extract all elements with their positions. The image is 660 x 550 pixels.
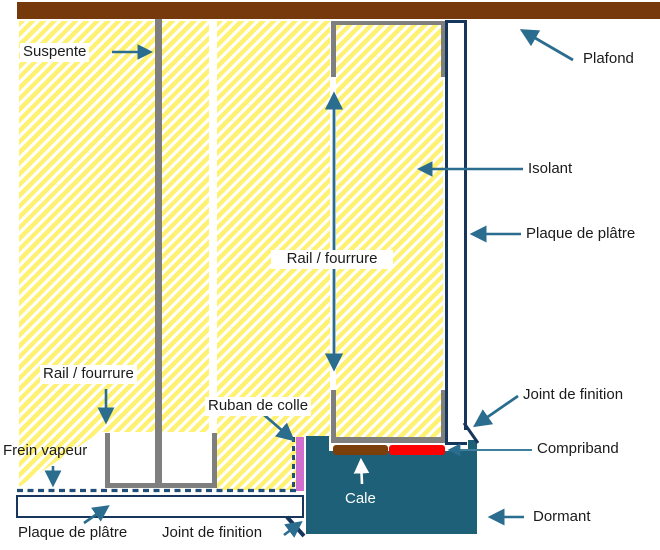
label-joint-finition-right: Joint de finition — [523, 386, 624, 403]
ruban-de-colle-arrow — [262, 412, 295, 442]
rail-top-bar — [331, 21, 446, 25]
label-ruban-de-colle: Ruban de colle — [205, 397, 312, 416]
glue-tape-strip — [296, 437, 304, 491]
label-rail-fourrure-left: Rail / fourrure — [40, 365, 137, 384]
label-isolant: Isolant — [528, 160, 573, 177]
label-rail-fourrure-center: Rail / fourrure — [271, 250, 393, 269]
rail-bottom-bar — [331, 437, 446, 443]
rail-top-left-stub — [331, 21, 336, 77]
hanger-rod — [155, 19, 162, 488]
plaque-platre-bottom-arrow — [83, 505, 110, 525]
compriband-seal — [389, 445, 445, 455]
wall-plasterboard-top-edge — [445, 20, 467, 23]
label-cale: Cale — [345, 490, 376, 507]
label-plafond: Plafond — [583, 50, 634, 67]
insulation-column-3 — [336, 25, 443, 437]
shim-block — [333, 445, 388, 455]
label-suspente: Suspente — [20, 43, 90, 62]
wall-plasterboard-left-edge — [445, 20, 448, 445]
wall-plasterboard-right-edge — [464, 20, 467, 430]
u-rail-right-flange — [212, 433, 217, 488]
label-frein-vapeur: Frein vapeur — [3, 442, 88, 459]
label-joint-finition-bottom: Joint de finition — [162, 524, 263, 541]
ceiling-plasterboard-panel — [16, 495, 304, 518]
cale-arrow — [353, 457, 370, 485]
label-dormant: Dormant — [533, 508, 591, 525]
rail-bottom-right-stub — [441, 390, 446, 443]
ceiling-slab — [17, 2, 660, 19]
u-rail-left-flange — [105, 433, 110, 488]
u-rail-web — [105, 483, 217, 488]
rail-top-right-stub — [441, 21, 446, 77]
label-plaque-platre-right: Plaque de plâtre — [526, 225, 636, 242]
joint-finition-right-arrow — [473, 394, 519, 428]
joint-finition-bottom-arrow — [283, 520, 303, 538]
label-plaque-platre-bottom: Plaque de plâtre — [18, 524, 128, 541]
wall-plasterboard-fill — [448, 22, 464, 442]
plafond-arrow — [519, 29, 574, 62]
label-compriband: Compriband — [537, 440, 619, 457]
rail-bottom-left-stub — [331, 390, 336, 443]
finishing-joint-stroke-right — [462, 422, 480, 444]
